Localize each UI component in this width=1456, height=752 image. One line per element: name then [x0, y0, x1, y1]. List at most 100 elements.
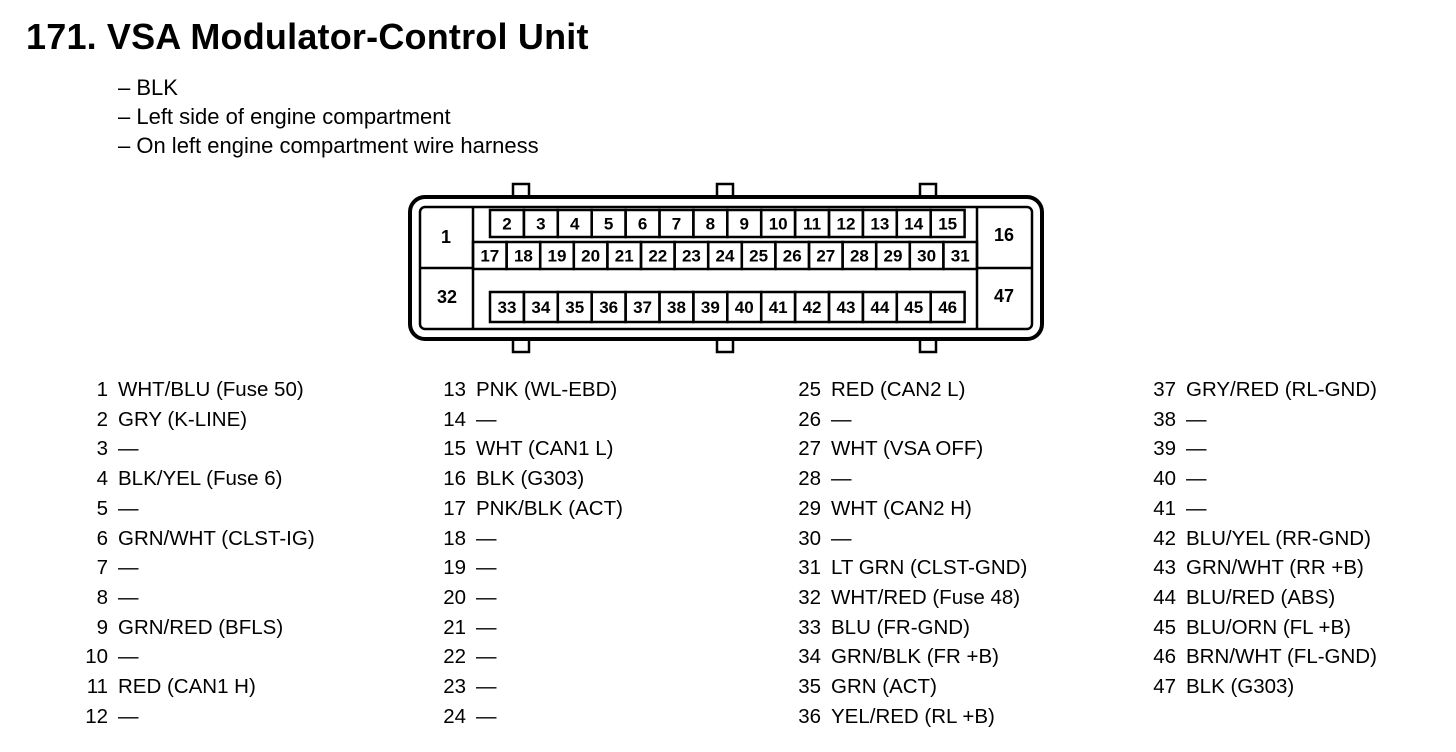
pin-description: WHT/RED (Fuse 48)	[831, 585, 1021, 609]
pin-row: 22—	[428, 642, 623, 672]
pin-mid-label: 19	[548, 247, 567, 266]
pin-description: —	[831, 526, 852, 550]
pin-description: —	[476, 585, 497, 609]
pin-mid-label: 20	[581, 247, 600, 266]
pin-row: 29 WHT (CAN2 H)	[783, 494, 1027, 524]
pin-number: 38	[1153, 407, 1176, 431]
pin-mid-label: 29	[884, 247, 903, 266]
pin-row: 10—	[70, 642, 315, 672]
pin-mid-label: 24	[716, 247, 735, 266]
pin-number: 23	[443, 675, 466, 699]
pin-mid-label: 27	[816, 247, 835, 266]
pin-bottom-label: 43	[836, 298, 855, 317]
pin-row: 21 —	[428, 613, 623, 643]
pin-bottom-label: 40	[735, 298, 754, 317]
pin-row: 20 —	[428, 583, 623, 613]
pin-number: 12	[85, 704, 108, 728]
pin-number: 42	[1153, 526, 1176, 550]
pin-description: RED (CAN1 H)	[118, 675, 256, 699]
pin-number: 39	[1153, 437, 1176, 461]
note-location: – Left side of engine compartment	[118, 104, 451, 129]
pin-number: 47	[1153, 675, 1176, 699]
pin-number: 40	[1153, 467, 1176, 491]
pin-mid-label: 26	[783, 247, 802, 266]
pin-number: 35	[798, 675, 821, 699]
pin-row: 28—	[783, 464, 1027, 494]
pin-description: BLU/ORN (FL +B)	[1186, 615, 1351, 639]
pin-description: —	[831, 467, 852, 491]
pin-number: 29	[798, 496, 821, 520]
pin-top-label: 7	[672, 215, 681, 234]
pin-large-label: 32	[437, 287, 457, 307]
pin-description: GRN/RED (BFLS)	[118, 615, 284, 639]
pin-row: 13 PNK (WL-EBD)	[428, 375, 623, 405]
pin-description: —	[476, 615, 497, 639]
pin-large-label: 47	[994, 286, 1014, 306]
pin-row: 5—	[70, 494, 315, 524]
pin-bottom-label: 44	[870, 298, 889, 317]
pin-description: GRY (K-LINE)	[118, 407, 248, 431]
pin-bottom-label: 39	[701, 298, 720, 317]
pin-bottom-label: 36	[599, 298, 618, 317]
pin-row: 19—	[428, 553, 623, 583]
pin-top-label: 4	[570, 215, 580, 234]
pin-mid-label: 21	[615, 247, 634, 266]
pin-number: 22	[443, 645, 466, 669]
pin-description: —	[476, 675, 497, 699]
pin-row: 24—	[428, 702, 623, 732]
pin-top-label: 15	[938, 215, 957, 234]
pin-number: 44	[1153, 585, 1176, 609]
pin-mid-label: 22	[648, 247, 667, 266]
pin-top-label: 11	[803, 215, 821, 234]
pin-description: BLK/YEL (Fuse 6)	[118, 467, 283, 491]
pin-number: 15	[443, 437, 466, 461]
pin-description: —	[476, 526, 497, 550]
pin-bottom-label: 41	[769, 298, 788, 317]
pin-bottom-label: 33	[497, 298, 516, 317]
pin-bottom-label: 46	[938, 298, 957, 317]
pin-row: 23 —	[428, 672, 623, 702]
pin-description: WHT/BLU (Fuse 50)	[118, 378, 304, 401]
pin-number: 20	[443, 585, 466, 609]
pin-mid-cell	[942, 240, 979, 271]
pin-number: 21	[443, 615, 466, 639]
pin-description: WHT (CAN2 H)	[831, 496, 972, 520]
pin-bottom-label: 37	[633, 298, 652, 317]
pin-number: 43	[1153, 556, 1176, 580]
pin-number: 37	[1153, 378, 1176, 401]
pin-row: 26—	[783, 405, 1027, 435]
pin-number: 13	[443, 378, 466, 401]
pin-description: BLU (FR-GND)	[831, 615, 970, 639]
pin-large-label: 16	[994, 225, 1014, 245]
pin-mid-label: 25	[749, 247, 768, 266]
pin-description: LT GRN (CLST-GND)	[831, 556, 1028, 580]
pin-top-label: 12	[836, 215, 855, 234]
pin-description: —	[118, 704, 139, 728]
pin-description: —	[118, 645, 139, 669]
pin-number: 30	[798, 526, 821, 550]
pin-number: 33	[798, 615, 821, 639]
pin-description: PNK (WL-EBD)	[476, 378, 618, 401]
pin-top-label: 13	[870, 215, 889, 234]
pin-row: 41—	[1138, 494, 1377, 524]
pin-number: 7	[96, 556, 108, 580]
pin-description: —	[118, 585, 139, 609]
pin-description: —	[118, 556, 139, 580]
pin-top-label: 5	[604, 215, 613, 234]
pin-description: BLU/YEL (RR-GND)	[1186, 526, 1371, 550]
pin-number: 1	[96, 378, 108, 401]
pin-number: 8	[96, 585, 108, 609]
